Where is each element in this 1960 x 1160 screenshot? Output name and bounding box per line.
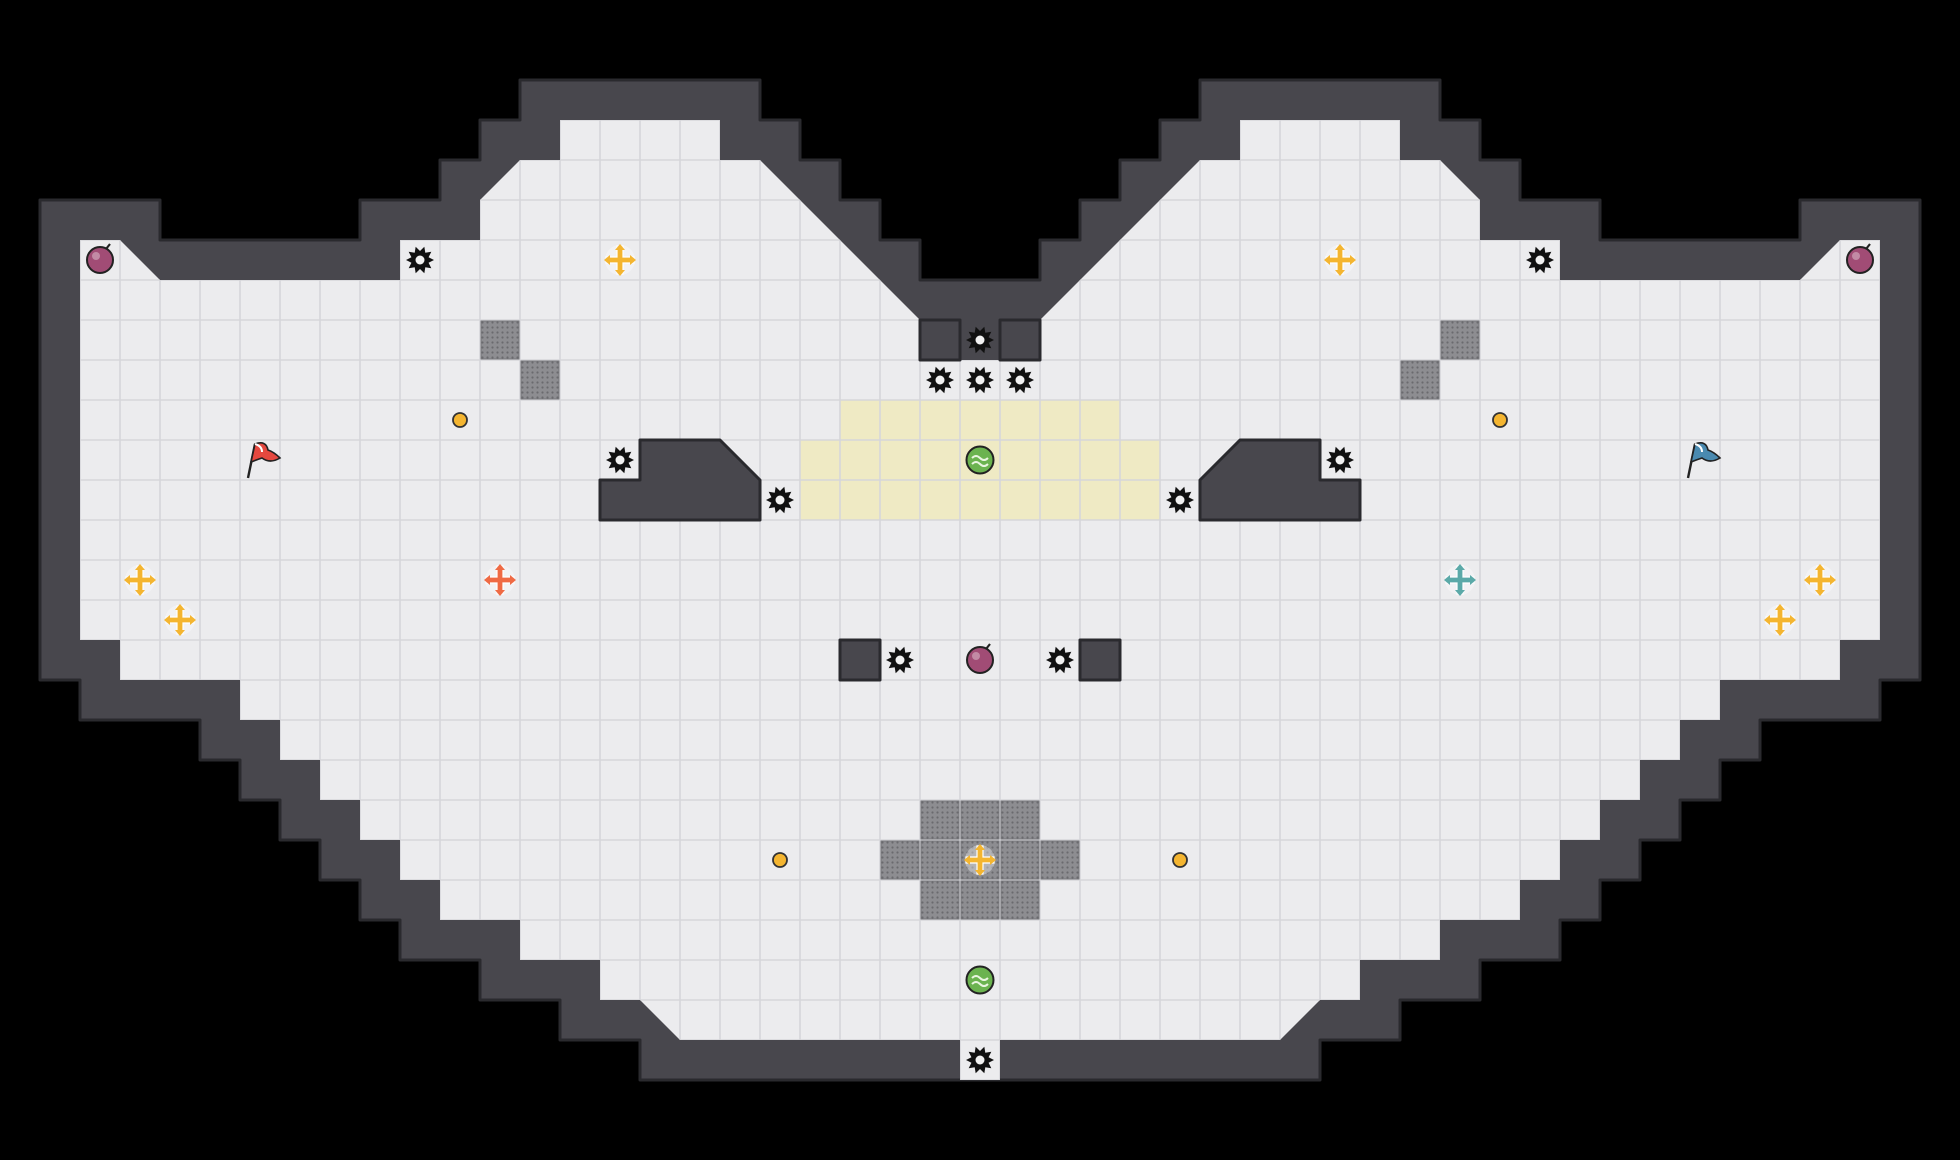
grate-tile bbox=[960, 800, 1000, 840]
grate-tile bbox=[960, 880, 1000, 920]
spike-icon bbox=[766, 486, 794, 514]
spike-icon bbox=[1006, 366, 1034, 394]
inner-wall-block bbox=[838, 638, 882, 682]
grate-tile bbox=[520, 360, 560, 400]
flag-icon bbox=[1686, 442, 1722, 479]
spike-icon bbox=[606, 446, 634, 474]
spike-icon bbox=[886, 646, 914, 674]
flag-icon bbox=[246, 442, 282, 479]
grate-tile bbox=[880, 840, 920, 880]
plus-icon bbox=[604, 244, 636, 276]
spike-icon bbox=[966, 1046, 994, 1074]
grate-tile bbox=[920, 800, 960, 840]
button-icon bbox=[772, 852, 788, 868]
plus-icon bbox=[1764, 604, 1796, 636]
button-icon bbox=[452, 412, 468, 428]
plus-icon bbox=[124, 564, 156, 596]
spike-icon bbox=[926, 366, 954, 394]
spike-icon bbox=[966, 326, 994, 354]
plus-icon bbox=[964, 844, 996, 876]
grate-layer bbox=[480, 320, 1480, 920]
spike-icon bbox=[966, 366, 994, 394]
floor bbox=[80, 120, 1880, 1040]
spike-icon bbox=[1166, 486, 1194, 514]
plus-icon bbox=[1804, 564, 1836, 596]
zone-top bbox=[840, 400, 1120, 440]
plus-icon bbox=[1324, 244, 1356, 276]
item-layer bbox=[86, 243, 1874, 1074]
portal-icon bbox=[965, 445, 995, 475]
plus-icon bbox=[1444, 564, 1476, 596]
inner-wall-block bbox=[1078, 638, 1122, 682]
inner-wall-block bbox=[1198, 438, 1362, 522]
button-icon bbox=[1172, 852, 1188, 868]
inner-wall-layer bbox=[598, 318, 1362, 682]
bomb-icon bbox=[966, 643, 994, 674]
grate-tile bbox=[1000, 800, 1040, 840]
grate-tile bbox=[1040, 840, 1080, 880]
grate-tile bbox=[480, 320, 520, 360]
plus-icon bbox=[484, 564, 516, 596]
portal-icon bbox=[965, 965, 995, 995]
grate-tile bbox=[1440, 320, 1480, 360]
grate-tile bbox=[1400, 360, 1440, 400]
grate-tile bbox=[1000, 880, 1040, 920]
bomb-icon bbox=[86, 243, 114, 274]
spike-icon bbox=[406, 246, 434, 274]
inner-wall-block bbox=[918, 318, 962, 362]
spike-icon bbox=[1526, 246, 1554, 274]
bomb-icon bbox=[1846, 243, 1874, 274]
inner-wall-block bbox=[998, 318, 1042, 362]
grate-tile bbox=[920, 880, 960, 920]
spike-icon bbox=[1046, 646, 1074, 674]
spike-icon bbox=[1326, 446, 1354, 474]
plus-icon bbox=[164, 604, 196, 636]
button-icon bbox=[1492, 412, 1508, 428]
grate-tile bbox=[1000, 840, 1040, 880]
grate-tile bbox=[920, 840, 960, 880]
inner-wall-block bbox=[598, 438, 762, 522]
